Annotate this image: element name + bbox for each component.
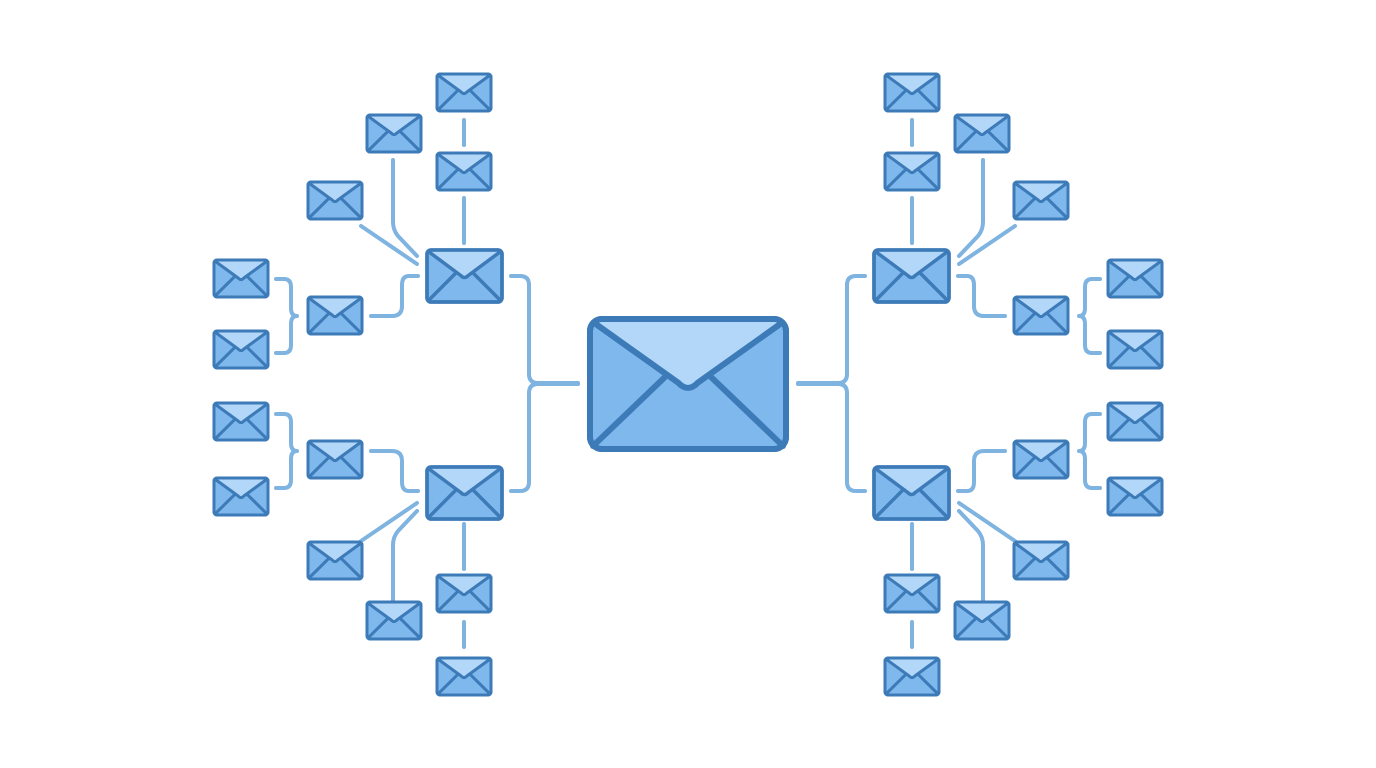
envelope-icon-left: [435, 72, 493, 113]
envelope-icon-right: [1106, 401, 1164, 442]
connector-group-lower-left: [274, 382, 580, 649]
connector-line: [957, 224, 1017, 266]
connector-line: [957, 158, 985, 258]
connector-line: [796, 382, 867, 493]
envelope-icon-right: [1012, 180, 1070, 221]
envelope-icon-left: [435, 656, 493, 697]
envelope-icon-left: [306, 439, 364, 480]
connector-line: [359, 501, 419, 543]
envelope-icon-left: [435, 573, 493, 614]
connectors: [274, 118, 1102, 649]
envelope-icon-left: [365, 113, 423, 154]
connector-line: [796, 274, 867, 385]
envelope-icon-right: [1012, 439, 1070, 480]
connector-line: [274, 277, 299, 355]
connector-line: [509, 274, 580, 385]
envelopes: [212, 72, 1164, 697]
connector-line: [957, 501, 1017, 543]
connector-line: [391, 509, 419, 609]
hub-envelope-icon-left-top: [425, 248, 504, 304]
envelope-icon-left: [212, 401, 270, 442]
connector-line: [957, 509, 985, 609]
connector-group-upper-left: [274, 118, 580, 385]
envelope-icon-left: [212, 258, 270, 299]
connector-line: [359, 224, 419, 266]
envelope-icon-right: [883, 72, 941, 113]
central-envelope-icon: [587, 316, 789, 452]
envelope-icon-left: [212, 329, 270, 370]
connector-line: [369, 449, 420, 493]
envelope-icon-right: [953, 600, 1011, 641]
envelope-icon-left: [306, 180, 364, 221]
connector-line: [956, 449, 1007, 493]
envelope-icon-right: [883, 573, 941, 614]
connector-line: [956, 274, 1007, 318]
hub-envelope-icon-right-bottom: [872, 465, 951, 521]
envelope-icon-right: [1106, 476, 1164, 517]
envelope-icon-left: [435, 151, 493, 192]
connector-group-lower-right: [796, 382, 1102, 649]
hub-envelope-icon-right-top: [872, 248, 951, 304]
connector-line: [509, 382, 580, 493]
connector-line: [391, 158, 419, 258]
connector-line: [1077, 277, 1102, 355]
envelope-icon-left: [212, 476, 270, 517]
envelope-icon-right: [883, 656, 941, 697]
envelope-icon-right: [1012, 295, 1070, 336]
connector-line: [274, 412, 299, 490]
envelope-icon-right: [1106, 258, 1164, 299]
hub-envelope-icon-left-bottom: [425, 465, 504, 521]
envelope-icon-left: [306, 540, 364, 581]
envelope-icon-right: [1012, 540, 1070, 581]
envelope-icon-left: [306, 295, 364, 336]
envelope-icon-left: [365, 600, 423, 641]
envelope-icon-right: [953, 113, 1011, 154]
connector-line: [1077, 412, 1102, 490]
envelope-icon-right: [883, 151, 941, 192]
connector-line: [369, 274, 420, 318]
envelope-icon-right: [1106, 329, 1164, 370]
